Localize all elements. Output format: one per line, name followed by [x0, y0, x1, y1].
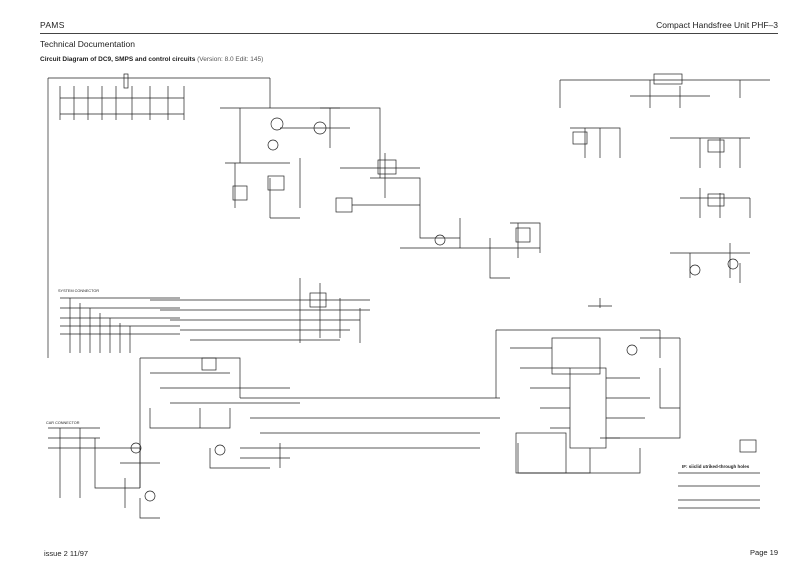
caption-title: Circuit Diagram of DC9, SMPS and control… — [40, 56, 196, 63]
header-right: Compact Handsfree Unit PHF–3 — [656, 20, 778, 30]
document-subtitle: Technical Documentation — [40, 39, 135, 49]
diagram-caption: Circuit Diagram of DC9, SMPS and control… — [40, 56, 263, 63]
footer-issue: issue 2 11/97 — [44, 549, 89, 558]
system-connector-label: SYSTEM CONNECTOR — [58, 289, 99, 293]
circuit-diagram: SYSTEM CONNECTOR CAR CONNECTOR — [46, 73, 770, 519]
car-connector-label: CAR CONNECTOR — [46, 421, 80, 425]
footer-page-number: Page 19 — [750, 548, 778, 557]
header-left: PAMS — [40, 20, 65, 30]
caption-version: (Version: 8.0 Edit: 145) — [197, 56, 264, 63]
header-rule — [40, 33, 778, 34]
diagram-note: IF: siiclid utriked-through holes — [682, 464, 750, 469]
